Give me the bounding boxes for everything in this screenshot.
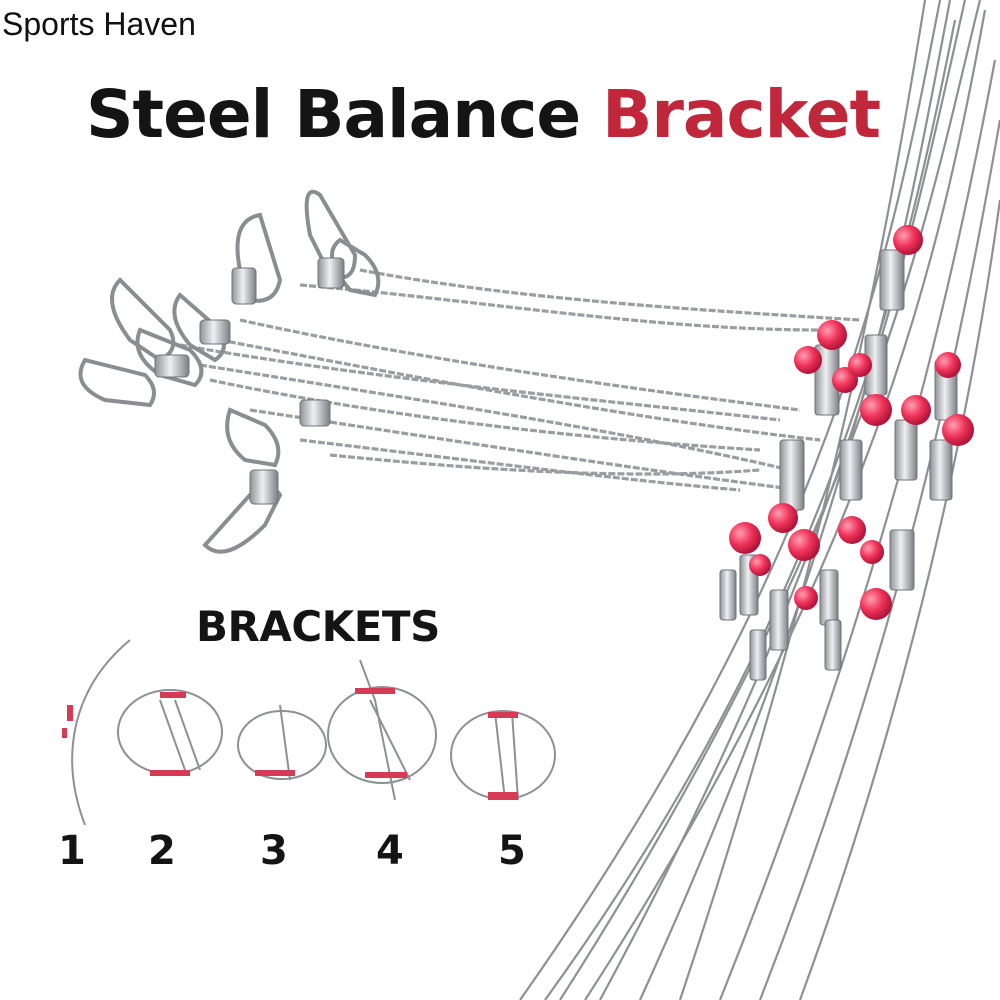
bracket-number-5: 5	[498, 828, 526, 874]
bracket-number-3: 3	[260, 828, 288, 874]
page-title: Steel Balance Bracket	[86, 76, 881, 153]
title-accent: Bracket	[602, 76, 881, 153]
section-label: BRACKETS	[196, 602, 440, 651]
twisted-wire-group	[179, 268, 861, 492]
title-main: Steel Balance	[86, 76, 581, 153]
brand-name: Sports Haven	[2, 6, 196, 42]
bracket-number-4: 4	[376, 828, 404, 874]
bracket-4-illustration	[327, 659, 437, 801]
bracket-1-illustration	[62, 639, 131, 826]
bracket-3-illustration	[237, 704, 327, 781]
swivel-barrels	[154, 257, 345, 505]
spring-sleeve-icon	[719, 249, 958, 681]
bracket-number-1: 1	[58, 828, 86, 874]
snap-swivel-icon	[78, 189, 381, 554]
bracket-5-illustration	[450, 710, 556, 801]
bracket-number-2: 2	[148, 828, 176, 874]
red-bead-icon	[729, 225, 974, 620]
bracket-2-illustration	[117, 689, 223, 776]
